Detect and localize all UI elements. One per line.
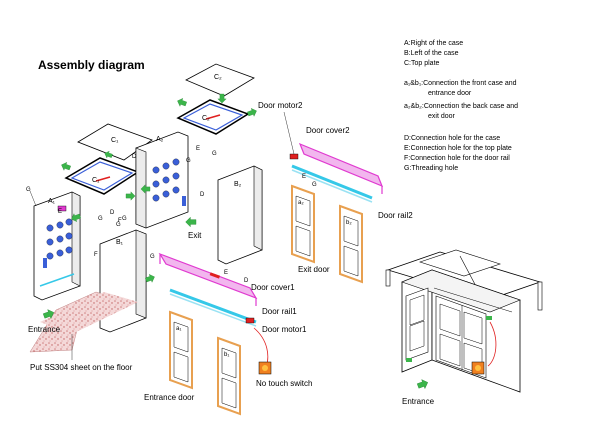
letter-e: E: [196, 146, 200, 152]
label-b1: B₁: [116, 239, 124, 246]
arrow-icon: [175, 96, 188, 109]
label-entrance-left: Entrance: [28, 325, 61, 334]
exit-arrow-icon: [185, 216, 197, 228]
no-touch-switch-icon: [258, 361, 272, 375]
legend-a2b2-cont: exit door: [428, 113, 456, 120]
legend-c: C:Top plate: [404, 60, 440, 67]
letter-d: D: [110, 210, 115, 216]
letter-g: G: [212, 151, 217, 157]
label-entrance-door: Entrance door: [144, 393, 195, 402]
legend: A:Right of the case B:Left of the case C…: [404, 40, 518, 172]
no-touch-switch-icon: [471, 361, 485, 375]
label-door-cover1: Door cover1: [251, 283, 295, 292]
case-a2: A₂ D: [132, 131, 189, 229]
label-no-touch-switch: No touch switch: [256, 379, 312, 388]
label-c1-top: C₁: [111, 137, 119, 144]
label-door-cover2: Door cover2: [306, 126, 350, 135]
case-a1: A₁ G: [26, 187, 81, 301]
label-door-motor1: Door motor1: [262, 325, 307, 334]
label-entrance-right: Entrance: [402, 397, 435, 406]
legend-e: E:Connection hole for the top plate: [404, 145, 512, 152]
letter-g: G: [186, 158, 191, 164]
exit-door-a2: a₂: [291, 184, 315, 264]
label-a1: A₁: [48, 198, 56, 205]
arrow-icon: [59, 160, 72, 173]
letter-g: G: [122, 216, 127, 222]
legend-b: B:Left of the case: [404, 50, 459, 57]
door-rail-2: G E: [291, 164, 373, 203]
entrance-door-a1: a₁: [169, 310, 193, 390]
letter-d: D: [244, 278, 249, 284]
entrance-arrow-icon: [416, 377, 430, 391]
roof-frame-c2: C₂: [176, 99, 250, 135]
entrance-door-b1: b₁: [217, 336, 241, 416]
label-c2: C₂: [202, 115, 210, 122]
label-door-motor2: Door motor2: [258, 101, 303, 110]
letter-g: G: [116, 222, 121, 228]
letter-g: G: [150, 254, 155, 260]
letter-g: G: [312, 182, 317, 188]
label-b2: B₂: [234, 181, 242, 188]
label-door-b1: b₁: [224, 352, 229, 358]
letter-d: D: [200, 192, 205, 198]
exit-door-b2: b₂: [339, 204, 363, 284]
legend-a2b2: a₂&b₂:Connection the back case and: [404, 103, 518, 110]
label-exit-door: Exit door: [298, 265, 330, 274]
door-cover-1: E D G: [150, 252, 258, 306]
case-b2: B₂: [217, 165, 263, 265]
label-door-rail1: Door rail1: [262, 307, 297, 316]
letter-d: D: [132, 154, 137, 160]
arrow-icon: [246, 106, 259, 119]
page-title: Assembly diagram: [38, 58, 145, 72]
floor-sheet-fill: [40, 292, 138, 334]
letter-e: E: [302, 174, 306, 180]
letter-e: E: [58, 209, 62, 215]
label-floor-sheet: Put SS304 sheet on the floor: [30, 363, 133, 372]
legend-g: G:Threading hole: [404, 165, 458, 172]
legend-a: A:Right of the case: [404, 40, 463, 47]
arrow-right-icon: [125, 191, 136, 201]
legend-a1b1: a₁&b₁:Connection the front case and: [404, 80, 517, 87]
label-door-a1: a₁: [176, 326, 181, 332]
label-door-a2: a₂: [298, 200, 304, 206]
legend-f: F:Connection hole for the door rail: [404, 155, 510, 162]
letter-f: F: [118, 218, 122, 224]
label-exit: Exit: [188, 231, 202, 240]
legend-d: D:Connection hole for the case: [404, 135, 500, 142]
letter-g: G: [26, 187, 31, 193]
door-rail-1: [169, 288, 257, 327]
letter-e: E: [224, 270, 228, 276]
legend-a1b1-cont: entrance door: [428, 90, 472, 97]
letter-f: F: [94, 252, 98, 258]
label-c1: C₁: [92, 177, 100, 184]
switch-wire-assembled: [487, 321, 497, 367]
assembled-airshower: [385, 249, 543, 393]
top-plate-c2-sheet: C₂: [185, 63, 255, 97]
label-door-rail2: Door rail2: [378, 211, 413, 220]
label-a2: A₂: [156, 136, 164, 143]
letter-g: G: [98, 216, 103, 222]
roof-frame-c: C₁: [64, 157, 140, 195]
label-door-b2: b₂: [346, 220, 352, 226]
label-c2-top: C₂: [214, 74, 222, 81]
door-cover-2: [289, 142, 384, 194]
